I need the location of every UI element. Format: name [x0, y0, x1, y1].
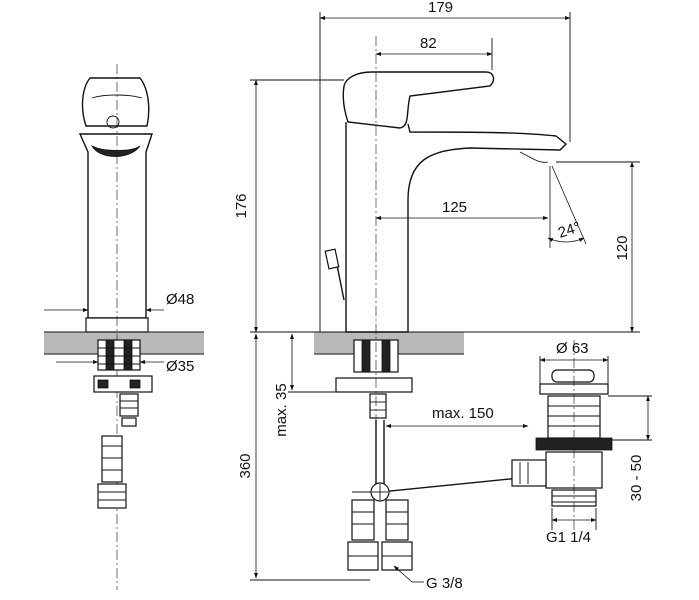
front-shank	[97, 339, 141, 371]
waste-height-label: 30 - 50	[628, 455, 645, 502]
lever-length-label: 82	[420, 35, 437, 52]
side-hose-right	[385, 499, 409, 541]
spout-height-label: 120	[614, 235, 631, 260]
front-view: Ø48 Ø35	[44, 64, 204, 590]
rod-length-label: max. 150	[432, 405, 494, 422]
side-view: 179 82 176 125 24° 120 max. 35 360 max. …	[233, 0, 652, 592]
popup-knob	[324, 248, 340, 270]
spout-reach-label: 125	[442, 199, 467, 216]
waste-plug-cap	[551, 369, 595, 383]
side-body-spout	[345, 122, 568, 333]
waste-lever-housing	[511, 459, 547, 487]
hose-thread-label: G 3/8	[426, 575, 463, 592]
front-handle	[81, 77, 150, 127]
front-body	[78, 133, 153, 319]
handle-indicator-dot	[106, 115, 120, 129]
spray-angle-label: 24°	[556, 219, 583, 242]
side-aerator	[519, 151, 549, 163]
total-length-label: 179	[428, 0, 453, 16]
front-hose-fitting	[119, 393, 139, 417]
waste-diameter-label: Ø 63	[556, 340, 589, 357]
side-lever	[342, 71, 495, 129]
shank-diameter-label: Ø35	[166, 358, 194, 375]
body-diameter-label: Ø48	[166, 291, 194, 308]
max-thickness-label: max. 35	[273, 383, 290, 436]
front-aerator	[90, 145, 141, 157]
total-height-label: 176	[233, 193, 250, 218]
waste-thread-label: G1 1/4	[546, 529, 591, 546]
front-hose	[101, 435, 123, 483]
linkage-rod	[379, 477, 521, 493]
below-height-label: 360	[237, 453, 254, 478]
side-hose-left	[351, 499, 375, 541]
front-hose-nut	[97, 483, 127, 509]
side-mounting-nut	[335, 377, 413, 393]
